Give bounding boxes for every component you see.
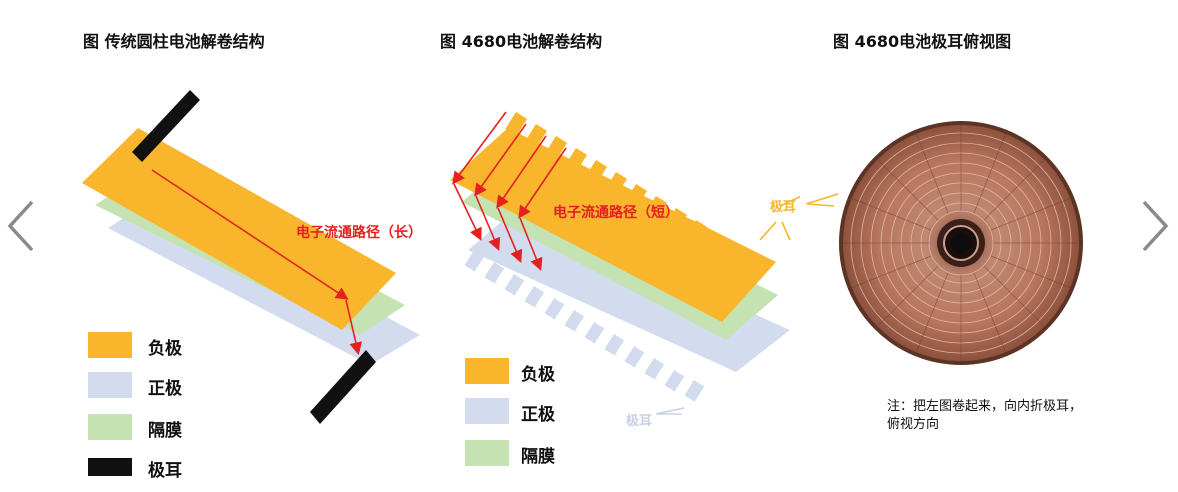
tab-top — [132, 90, 200, 162]
note-text: 注：把左图卷起来，向内折极耳， 俯视方向 — [887, 398, 1147, 434]
legend-label-anode: 负极 — [521, 365, 555, 385]
prev-button[interactable] — [4, 198, 38, 261]
legend-label-cathode: 正极 — [148, 379, 182, 399]
anode-comb-layer — [450, 112, 776, 322]
tab-label-anode: 极耳 — [770, 200, 797, 215]
legend-swatch-anode — [88, 332, 132, 358]
tab-label-arrow-right — [806, 193, 839, 207]
electron-path-long-label: 电子流通路径（长） — [296, 225, 422, 241]
legend-swatch-separator — [88, 414, 132, 440]
legend-middle: 负极 正极 隔膜 — [465, 358, 605, 468]
legend-label-tab: 极耳 — [148, 461, 182, 481]
next-button[interactable] — [1138, 198, 1172, 261]
electron-path-short-label: 电子流通路径（短） — [553, 205, 679, 221]
electron-path-arrow — [151, 169, 349, 300]
legend-label-separator: 隔膜 — [148, 421, 182, 441]
title-4680-tab-top-view: 图 4680电池极耳俯视图 — [833, 32, 1012, 51]
legend-swatch-anode — [465, 358, 509, 384]
electron-path-arrow — [345, 299, 363, 356]
tab-bottom — [310, 350, 376, 424]
chevron-right-icon — [1142, 200, 1169, 252]
tab-pointer-arrows — [759, 195, 800, 241]
legend-swatch-tab — [88, 458, 132, 476]
legend-swatch-cathode — [88, 372, 132, 398]
traditional-unrolled-diagram — [82, 90, 420, 424]
title-traditional: 图 传统圆柱电池解卷结构 — [83, 32, 265, 51]
chevron-left-icon — [7, 200, 34, 252]
4680-tab-top-view-image — [839, 121, 1083, 365]
4680-unrolled-diagram — [450, 111, 800, 402]
legend-label-cathode: 正极 — [521, 405, 555, 425]
title-4680-unrolled: 图 4680电池解卷结构 — [440, 32, 603, 51]
legend-swatch-cathode — [465, 398, 509, 424]
legend-label-anode: 负极 — [148, 339, 182, 359]
electron-path-short-arrows — [452, 111, 567, 271]
legend-left: 负极 正极 隔膜 极耳 — [88, 332, 228, 482]
note-line-2: 俯视方向 — [887, 417, 940, 432]
tab-label-arrow-faded — [656, 407, 685, 415]
note-line-1: 注：把左图卷起来，向内折极耳， — [887, 399, 1083, 414]
legend-swatch-separator — [465, 440, 509, 466]
legend-label-separator: 隔膜 — [521, 447, 555, 467]
tab-label-cathode-faded: 极耳 — [626, 414, 653, 429]
